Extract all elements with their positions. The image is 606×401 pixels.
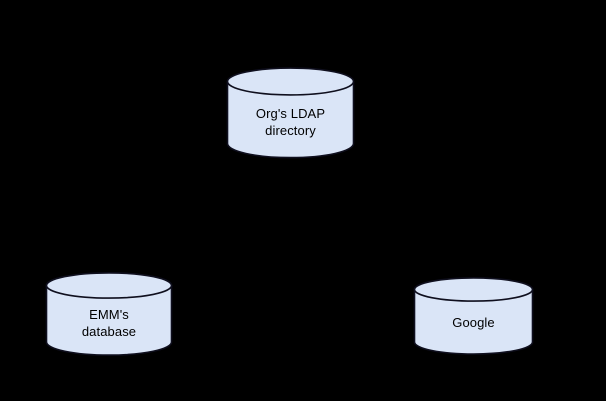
database-cylinder-icon [413,277,534,355]
database-cylinder-icon [45,272,173,356]
node-emm-database[interactable]: EMM's database [45,272,173,356]
node-google[interactable]: Google [413,277,534,355]
node-org-ldap-directory[interactable]: Org's LDAP directory [226,67,355,159]
database-cylinder-icon [226,67,355,159]
